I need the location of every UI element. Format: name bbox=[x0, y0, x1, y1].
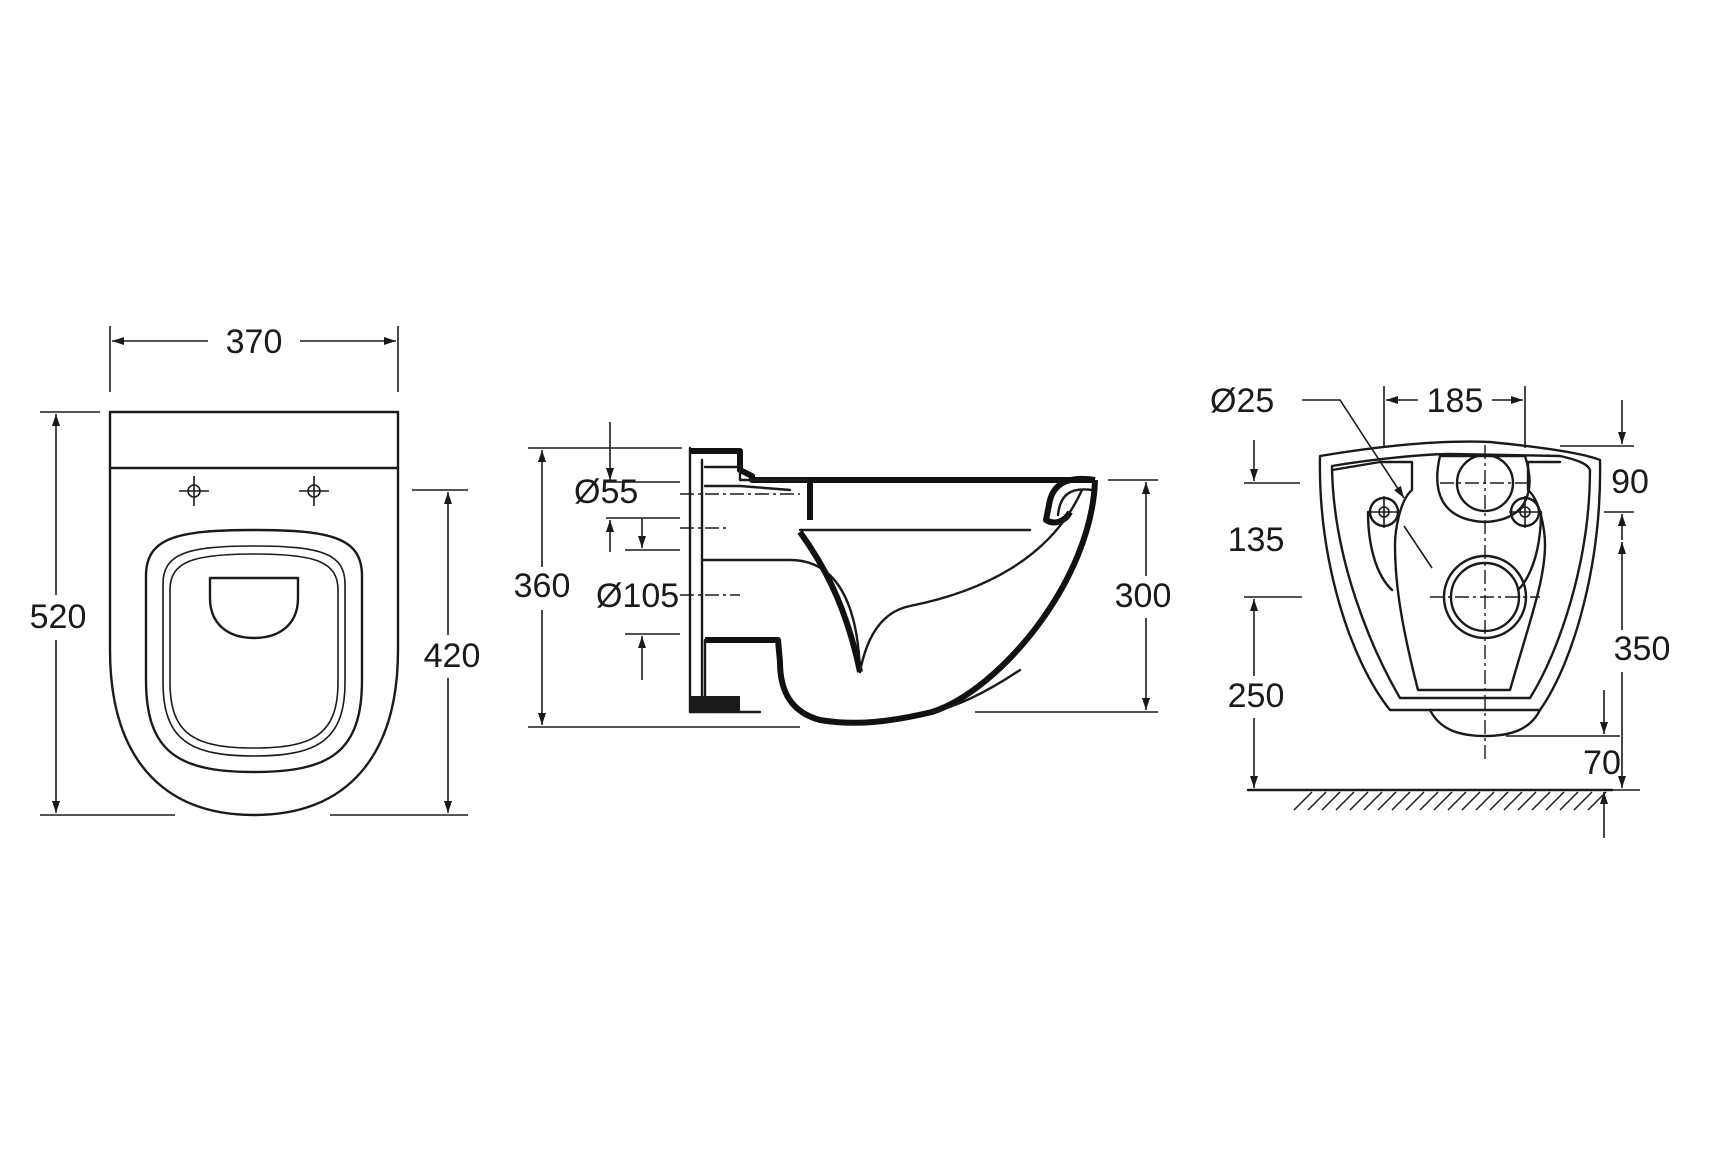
dimension-seat-depth-420: 420 bbox=[330, 489, 481, 816]
dimension-width-370: 370 bbox=[109, 323, 399, 392]
label-width: 370 bbox=[226, 323, 283, 361]
label-overall-height-rear: 350 bbox=[1614, 630, 1671, 668]
label-bolt-diameter: Ø25 bbox=[1210, 382, 1274, 420]
dimension-depth-520: 520 bbox=[30, 411, 175, 816]
label-base-offset: 70 bbox=[1583, 744, 1621, 782]
dimension-bolt-spacing-185: 185 bbox=[1383, 382, 1526, 448]
dimension-bolt-diameter: Ø25 bbox=[1210, 382, 1433, 569]
label-depth: 520 bbox=[30, 598, 87, 636]
label-top-offset: 90 bbox=[1611, 463, 1649, 501]
dimension-top-offset-90: 90 bbox=[1560, 400, 1649, 540]
dimension-bowl-height-300: 300 bbox=[975, 479, 1172, 713]
dimension-inlet-diameter: Ø55 bbox=[574, 422, 680, 552]
dimension-outlet-spacing-135: 135 bbox=[1228, 440, 1302, 612]
label-seat-depth: 420 bbox=[424, 637, 481, 675]
label-outlet-diameter: Ø105 bbox=[596, 577, 679, 615]
label-outlet-height: 250 bbox=[1228, 677, 1285, 715]
top-view-outline bbox=[108, 410, 400, 817]
side-view-outline bbox=[680, 446, 1098, 726]
label-bowl-height: 300 bbox=[1115, 577, 1172, 615]
side-view: Ø55 Ø105 360 300 bbox=[514, 422, 1172, 728]
rear-view: Ø25 185 90 350 135 bbox=[1210, 382, 1670, 838]
dimension-outlet-diameter: Ø105 bbox=[596, 518, 680, 680]
dimension-outlet-height-250: 250 bbox=[1228, 612, 1285, 788]
label-overall-height: 360 bbox=[514, 567, 571, 605]
dimension-overall-height-360: 360 bbox=[514, 447, 800, 728]
label-bolt-spacing: 185 bbox=[1427, 382, 1484, 420]
rear-view-outline bbox=[1318, 440, 1602, 760]
label-outlet-spacing: 135 bbox=[1228, 521, 1285, 559]
label-inlet-diameter: Ø55 bbox=[574, 473, 638, 511]
floor-hatching bbox=[1246, 788, 1614, 811]
dimension-base-offset-70: 70 bbox=[1506, 690, 1621, 838]
top-view: 370 520 420 bbox=[30, 323, 481, 817]
dimension-overall-height-350: 350 bbox=[1600, 542, 1671, 791]
